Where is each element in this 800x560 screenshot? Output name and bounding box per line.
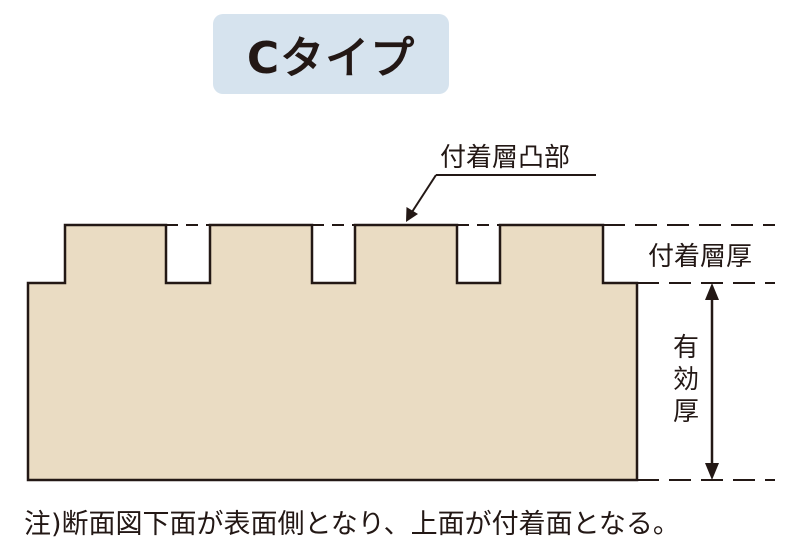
effective-thickness-arrowhead-top: [705, 283, 719, 300]
layer-thickness-label: 付着層厚: [648, 242, 752, 272]
material-cross-section: [26, 223, 639, 482]
type-badge: Cタイプ: [213, 14, 449, 94]
effective-thickness-label-char-3: 厚: [673, 397, 699, 427]
footnote: 注)断面図下面が表面側となり、上面が付着面となる。: [24, 509, 680, 540]
effective-thickness-label-char-1: 有: [673, 333, 699, 363]
convex-leader-arrowhead: [406, 207, 418, 222]
convex-label: 付着層凸部: [440, 143, 570, 173]
effective-thickness-label-char-2: 効: [673, 365, 699, 395]
convex-leader-line: [411, 174, 437, 213]
effective-thickness-arrowhead-bottom: [705, 463, 719, 480]
type-title: Cタイプ: [246, 33, 416, 84]
